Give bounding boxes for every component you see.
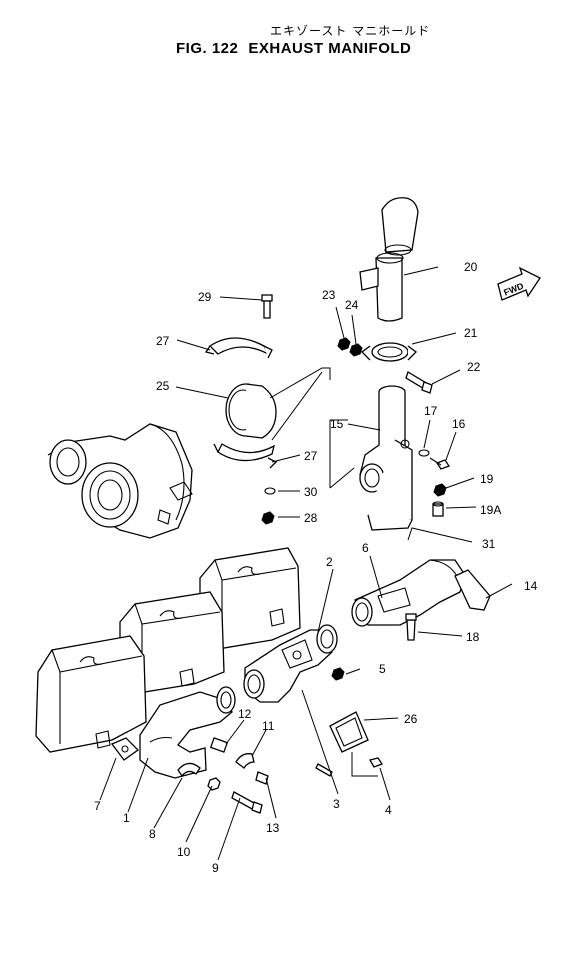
part-15-pipe [359,385,413,531]
figure-title-text: EXHAUST MANIFOLD [248,40,412,57]
engine-cylinder-heads [35,547,301,753]
callout-4: 4 [385,803,392,817]
callout-3: 3 [333,797,340,811]
part-12-sleeve [209,737,229,753]
callout-19: 19 [480,472,494,486]
forward-arrow-icon: FWD [497,266,541,301]
part-16-bolt [429,457,450,470]
callout-18: 18 [466,630,480,644]
callout-25: 25 [156,379,170,393]
title-japanese: エキゾースト マニホールド [270,24,431,38]
callout-29: 29 [198,290,212,304]
part-8-clip [177,762,201,778]
part-21-clamp [361,342,417,362]
callout-13: 13 [266,821,280,835]
callout-27-upper: 27 [156,334,170,348]
callout-labels: 20 21 22 23 24 29 27 25 27 30 28 15 17 1… [94,260,538,875]
part-4-nut [369,757,383,768]
part-25-clamp-ring [225,383,277,439]
part-13-bolt [255,771,269,785]
callout-1: 1 [123,811,130,825]
part-19-nut [433,483,447,497]
callout-23: 23 [322,288,336,302]
part-22-bolt [405,371,433,394]
callout-2: 2 [326,555,333,569]
callout-12: 12 [238,707,252,721]
part-28-nut [261,511,275,525]
part-14-bracket [454,569,491,611]
part-10-nut [207,777,221,791]
callout-14: 14 [524,579,538,593]
figure-title: FIG. 122 EXHAUST MANIFOLD [176,40,421,57]
turbocharger [47,423,193,539]
part-2-manifold [243,624,338,703]
part-18-bolt [405,613,417,641]
callout-15: 15 [330,417,344,431]
part-29-bolt [261,294,273,319]
part-3-stud [315,763,333,777]
callout-20: 20 [464,260,478,274]
part-17-washer [418,449,430,457]
callout-31: 31 [482,537,496,551]
callout-11: 11 [262,719,275,733]
callout-17: 17 [424,404,438,418]
part-11-clip [235,753,255,769]
part-6-elbow [351,559,466,627]
part-27-clamp-upper [204,337,273,359]
callout-9: 9 [212,861,219,875]
part-9-bolt [231,791,263,814]
callout-26: 26 [404,712,418,726]
callout-7: 7 [94,799,101,813]
callout-28: 28 [304,511,318,525]
part-1-manifold [139,686,236,779]
part-27-clamp-lower [213,443,278,469]
part-24-nut [349,343,363,357]
callout-22: 22 [467,360,481,374]
callout-6: 6 [362,541,369,555]
callout-19a: 19A [480,503,501,517]
part-20-exhaust-pipe [359,197,419,322]
callout-30: 30 [304,485,318,499]
callout-16: 16 [452,417,466,431]
part-19a-spacer [432,501,444,517]
callout-24: 24 [345,298,359,312]
part-23-nut [337,337,351,351]
part-7-gasket [110,737,140,761]
callout-5: 5 [379,662,386,676]
figure-number: FIG. 122 [176,40,239,57]
part-30-washer [264,487,276,495]
part-5-nut [331,667,345,681]
callout-27-lower: 27 [304,449,318,463]
callout-8: 8 [149,827,156,841]
callout-10: 10 [177,845,191,859]
part-26-gasket [329,711,369,753]
leader-lines [99,266,513,861]
callout-21: 21 [464,326,478,340]
